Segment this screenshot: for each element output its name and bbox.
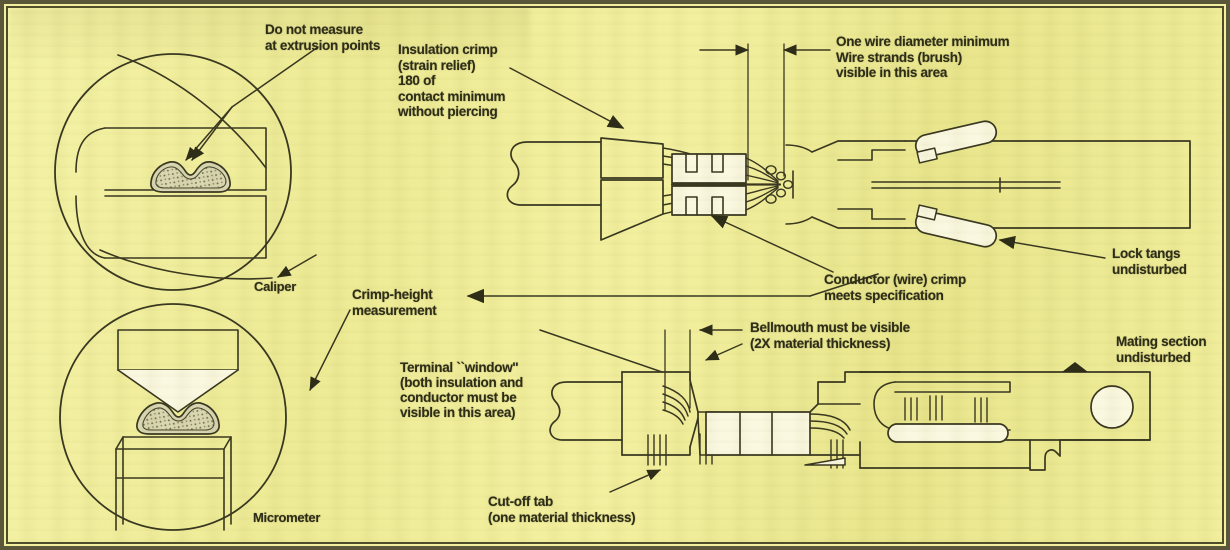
dimension-bellmouth bbox=[664, 324, 743, 411]
callout-do-not-measure bbox=[185, 46, 319, 161]
label-micrometer: Micrometer bbox=[253, 510, 321, 525]
label-do-not-measure: Do not measure at extrusion points bbox=[265, 22, 381, 53]
label-insulation-crimp: Insulation crimp (strain relief) 180 of … bbox=[398, 42, 506, 119]
callout-mating-section bbox=[1062, 362, 1088, 372]
crimp-cross-section-caliper bbox=[150, 161, 231, 193]
callout-conductor-crimp bbox=[710, 215, 834, 273]
callout-caliper bbox=[277, 254, 317, 278]
lower-terminal-group bbox=[549, 371, 1151, 471]
caliper-view-group bbox=[54, 53, 292, 291]
label-crimp-height: Crimp-height measurement bbox=[352, 287, 437, 318]
micrometer-view-group bbox=[59, 303, 287, 531]
label-mating-section: Mating section undisturbed bbox=[1116, 334, 1207, 365]
callout-terminal-window bbox=[539, 329, 663, 373]
callout-insulation-crimp bbox=[509, 67, 625, 129]
label-bellmouth: Bellmouth must be visible (2X material t… bbox=[750, 320, 910, 351]
callout-cut-off-tab bbox=[609, 469, 661, 493]
label-cut-off-tab: Cut-off tab (one material thickness) bbox=[488, 494, 636, 525]
label-terminal-window: Terminal ``window'' (both insulation and… bbox=[400, 360, 523, 420]
dimension-one-wire-diameter bbox=[699, 43, 831, 181]
scan-inner-border bbox=[6, 6, 1224, 544]
label-lock-tangs: Lock tangs undisturbed bbox=[1112, 246, 1187, 277]
label-caliper: Caliper bbox=[254, 279, 296, 294]
lock-tangs bbox=[914, 120, 998, 248]
callout-lock-tangs bbox=[998, 235, 1106, 259]
crimp-cross-section-micrometer bbox=[136, 402, 220, 435]
upper-terminal-group bbox=[506, 120, 1191, 248]
label-one-wire-diameter: One wire diameter minimum Wire strands (… bbox=[836, 34, 1010, 80]
callout-crimp-height-leader bbox=[309, 309, 351, 391]
label-conductor-crimp: Conductor (wire) crimp meets specificati… bbox=[824, 272, 966, 303]
